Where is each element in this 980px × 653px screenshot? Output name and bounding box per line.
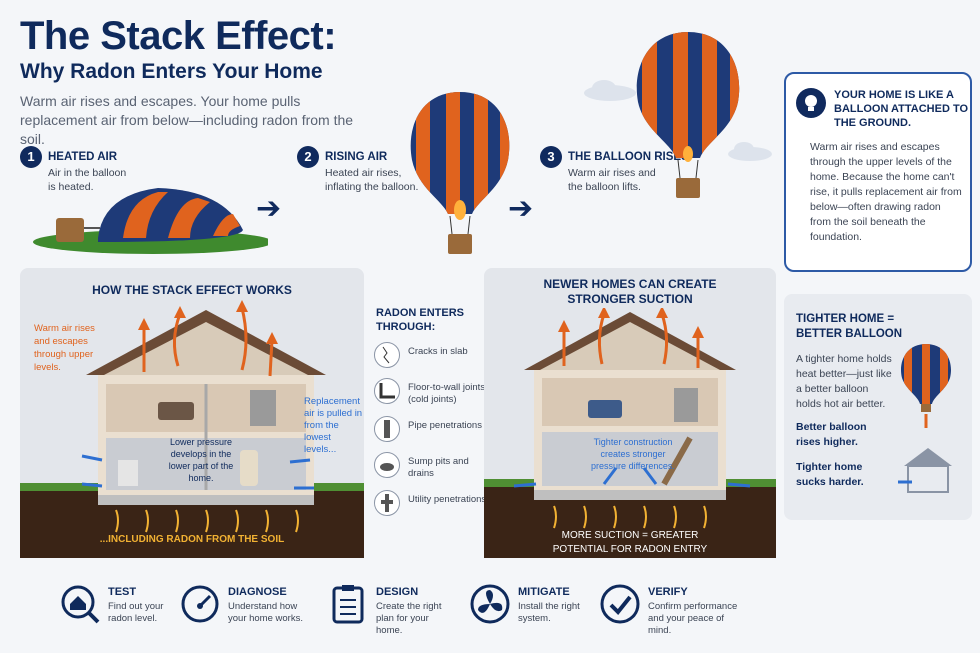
house-cross-section-illustration [20,300,364,558]
deflated-balloon-illustration [33,188,268,254]
side-text: A tighter home holds heat better—just li… [796,353,892,410]
info-box: YOUR HOME IS LIKE A BALLOON ATTACHED TO … [784,72,972,272]
cloud-icon [584,80,636,101]
side-heading: TIGHTER HOME = BETTER BALLOON [796,313,903,340]
low-pressure-label: Lower pressure develops in the lower par… [168,437,234,483]
process-step-design: DESIGN Create the right plan for your ho… [328,582,468,636]
radon-entry-heading: RADON ENTERS THROUGH: [376,307,465,333]
crack-icon [374,342,400,368]
lightbulb-icon [796,88,826,118]
page-subtitle: Why Radon Enters Your Home [20,60,323,83]
small-balloon-illustration [901,344,951,428]
step-number: 2 [297,146,319,168]
arrow-right-icon: ➔ [256,192,282,225]
utility-pipe-icon [374,490,400,516]
soil-label: ...INCLUDING RADON FROM THE SOIL [99,534,285,545]
clipboard-checklist-icon [332,585,364,624]
radon-entry-item: Floor-to-wall joints (cold joints) [374,378,485,408]
small-house-icon [898,448,952,493]
radon-entry-item: Cracks in slab [374,342,484,372]
process-step-test: TEST Find out your radon level. [60,582,170,632]
intro-text: Warm air rises and escapes. Your home pu… [20,93,354,147]
step-title: RISING AIR [325,151,388,163]
house-magnifier-icon [61,585,100,624]
tighter-construction-label: Tighter construction creates stronger pr… [591,437,675,471]
panel-heading: NEWER HOMES CAN CREATE STRONGER SUCTION [543,277,717,306]
step-title: THE BALLOON RISES [568,151,689,163]
step-text: Warm air rises and the balloon lifts. [568,167,656,193]
page-title: The Stack Effect: [20,14,337,58]
pipe-icon [374,416,400,442]
step-title: HEATED AIR [48,151,117,163]
step-text: Heated air rises, inflating the balloon. [325,167,419,193]
sump-pit-icon [374,452,400,478]
info-heading: YOUR HOME IS LIKE A BALLOON ATTACHED TO … [834,89,969,129]
process-step-verify: VERIFY Confirm performance and your peac… [600,582,750,636]
replacement-air-label: Replacement air is pulled in from the lo… [304,396,363,455]
hot-air-balloon-illustration [410,92,510,254]
cloud-icon [728,142,772,161]
step-text: Air in the balloon is heated. [48,167,127,193]
checkmark-icon [600,584,640,624]
process-step-diagnose: DIAGNOSE Understand how your home works. [180,582,330,632]
suction-footer: MORE SUCTION = GREATER POTENTIAL FOR RAD… [552,530,708,555]
side-line-1: Better balloon rises higher. [796,421,867,448]
wall-joint-icon [374,378,400,404]
step-number: 3 [540,146,562,168]
side-line-2: Tighter home sucks harder. [796,461,864,488]
radon-entry-item: Sump pits and drains [374,452,484,482]
step-number: 1 [20,146,42,168]
process-step-mitigate: MITIGATE Install the right system. [470,582,600,632]
radon-entry-item: Pipe penetrations [374,416,484,446]
tight-house-cross-section-illustration [484,308,776,558]
hot-air-balloon-illustration [636,32,740,198]
arrow-right-icon: ➔ [508,192,534,225]
fan-icon [470,584,510,624]
warm-air-label: Warm air rises and escapes through upper… [34,323,95,373]
gauge-icon [181,585,219,623]
panel-heading: HOW THE STACK EFFECT WORKS [92,283,292,297]
info-text: Warm air rises and escapes through the u… [810,141,962,243]
radon-entry-item: Utility penetrations [374,490,486,520]
